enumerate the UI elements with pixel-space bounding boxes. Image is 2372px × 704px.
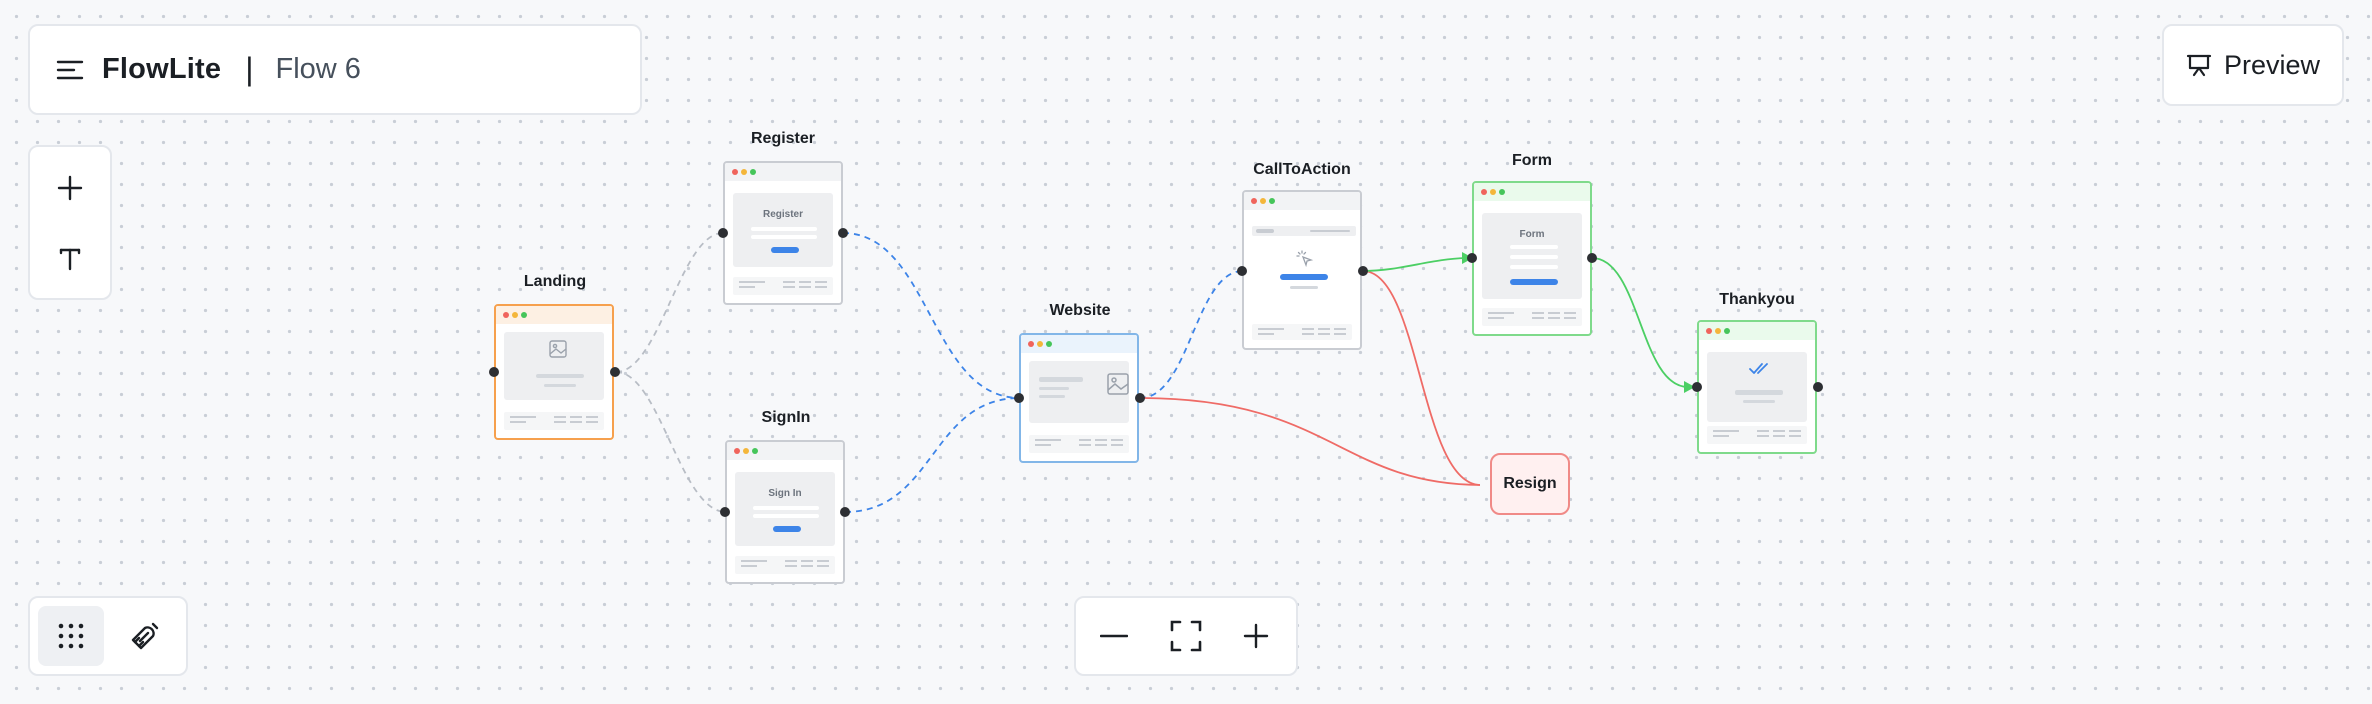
header-panel: FlowLite | Flow 6 <box>28 24 642 115</box>
port-landing-in[interactable] <box>489 367 499 377</box>
edge-website-cta <box>1139 270 1244 399</box>
port-landing-out[interactable] <box>610 367 620 377</box>
text-icon <box>58 246 82 272</box>
fit-screen-icon <box>1170 620 1202 652</box>
double-check-icon <box>1749 362 1771 381</box>
fit-screen-button[interactable] <box>1154 606 1218 666</box>
node-title-calltoaction: CallToAction <box>1253 161 1351 178</box>
preview-label: Preview <box>2223 49 2321 80</box>
app-name: FlowLite <box>102 53 222 85</box>
preview-button[interactable]: Preview <box>2162 24 2344 106</box>
signin-preview-label: Sign In <box>768 488 802 499</box>
cursor-click-icon <box>1296 250 1314 273</box>
plus-icon <box>57 175 83 201</box>
zoom-in-button[interactable] <box>1224 606 1288 666</box>
node-title-website: Website <box>1049 302 1111 319</box>
flow-name[interactable]: Flow 6 <box>275 53 361 85</box>
port-website-in[interactable] <box>1014 393 1024 403</box>
node-thankyou[interactable] <box>1697 320 1817 454</box>
presentation-icon <box>2186 53 2212 77</box>
edge-landing-register <box>615 232 724 373</box>
zoom-out-button[interactable] <box>1082 606 1146 666</box>
edge-cta-form <box>1362 257 1467 272</box>
image-icon <box>1107 373 1129 400</box>
node-title-register: Register <box>750 130 816 147</box>
tools-panel <box>28 145 112 300</box>
plus-icon <box>1243 623 1269 649</box>
port-register-in[interactable] <box>718 228 728 238</box>
register-preview-label: Register <box>762 209 803 220</box>
form-preview-label: Form <box>1519 229 1545 240</box>
edge-register-website <box>842 232 1021 399</box>
node-register[interactable]: Register <box>723 161 843 305</box>
node-calltoaction[interactable] <box>1242 190 1362 350</box>
arrowhead-thankyou <box>1684 381 1695 393</box>
edge-signin-website <box>844 397 1021 513</box>
node-signin[interactable]: Sign In <box>725 440 845 584</box>
image-icon <box>549 340 567 363</box>
add-text-button[interactable] <box>30 229 110 289</box>
canvas-options-panel <box>28 596 188 676</box>
port-thankyou-out[interactable] <box>1813 382 1823 392</box>
port-form-in[interactable] <box>1467 253 1477 263</box>
minus-icon <box>1100 634 1128 638</box>
add-node-button[interactable] <box>30 158 110 218</box>
port-form-out[interactable] <box>1587 253 1597 263</box>
magnet-icon <box>129 620 161 652</box>
port-signin-out[interactable] <box>840 507 850 517</box>
edge-website-resign <box>1139 397 1481 486</box>
node-title-thankyou: Thankyou <box>1719 291 1795 308</box>
node-website[interactable] <box>1019 333 1139 463</box>
port-signin-in[interactable] <box>720 507 730 517</box>
snap-toggle-button[interactable] <box>112 606 178 666</box>
node-resign[interactable]: Resign <box>1490 453 1570 515</box>
port-website-out[interactable] <box>1135 393 1145 403</box>
zoom-panel <box>1074 596 1298 676</box>
node-title-signin: SignIn <box>761 409 811 426</box>
node-title-landing: Landing <box>523 273 587 290</box>
node-title-form: Form <box>1512 152 1552 169</box>
grid-dots-icon <box>58 623 84 649</box>
edge-cta-resign <box>1362 270 1481 486</box>
port-thankyou-in[interactable] <box>1692 382 1702 392</box>
hamburger-menu-icon[interactable] <box>56 59 84 81</box>
node-landing[interactable] <box>494 304 614 440</box>
edge-form-thankyou <box>1591 257 1689 388</box>
node-form[interactable]: Form <box>1472 181 1592 336</box>
port-calltoaction-in[interactable] <box>1237 266 1247 276</box>
port-calltoaction-out[interactable] <box>1358 266 1368 276</box>
grid-toggle-button[interactable] <box>38 606 104 666</box>
edge-landing-signin <box>615 371 727 513</box>
title-separator: | <box>245 51 254 87</box>
port-register-out[interactable] <box>838 228 848 238</box>
